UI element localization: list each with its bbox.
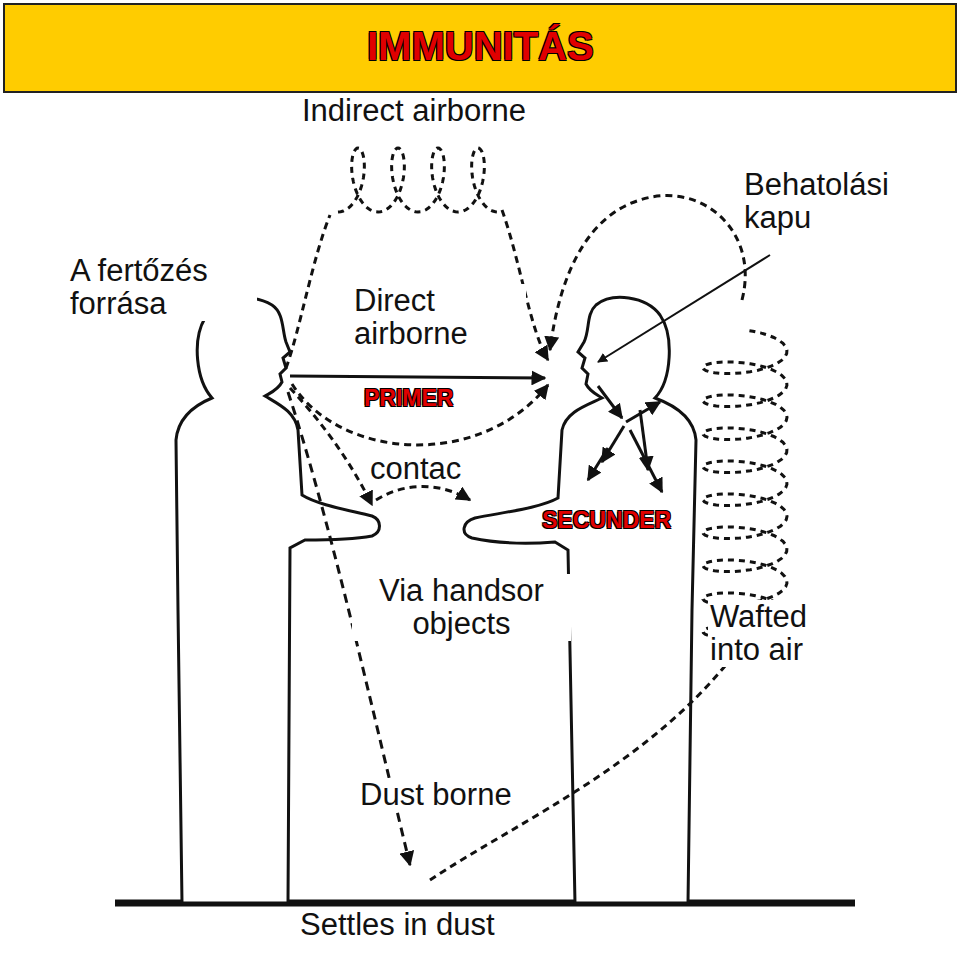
source-label: A fertőzés forrása	[68, 254, 257, 321]
route-label: Indirect airborne	[300, 94, 528, 127]
portal-label: Behatolási kapu	[742, 168, 941, 235]
wafted-loops	[703, 330, 787, 638]
route-label: contac	[368, 452, 463, 485]
spread-arrow	[588, 448, 608, 480]
indirect-airborne-loops	[338, 148, 498, 212]
stage-label: PRIMER	[362, 386, 455, 411]
loop-group	[338, 148, 787, 638]
internal-spread	[588, 386, 662, 492]
hand-path	[290, 388, 372, 505]
source-person	[176, 298, 380, 903]
dust-path	[430, 640, 745, 880]
floor-label: Settles in dust	[298, 908, 497, 941]
spread-arrow	[598, 386, 622, 418]
spread-arrow	[640, 410, 648, 470]
spread-arrow	[602, 426, 624, 462]
leader-line	[598, 255, 770, 362]
route-label: Direct airborne	[352, 284, 526, 351]
direct-airborne-arrow	[290, 376, 545, 378]
route-label: Dust borne	[358, 778, 514, 811]
stage-label: SECUNDER	[540, 508, 673, 533]
wafted-path	[550, 196, 745, 350]
route-label: Via handsor objects	[352, 574, 571, 641]
title: IMMUNITÁS	[367, 24, 594, 69]
spread-arrow	[626, 402, 660, 422]
indirect-airborne-path	[286, 215, 330, 368]
route-label: Wafted into air	[708, 600, 842, 667]
contact-arrow	[376, 487, 470, 501]
